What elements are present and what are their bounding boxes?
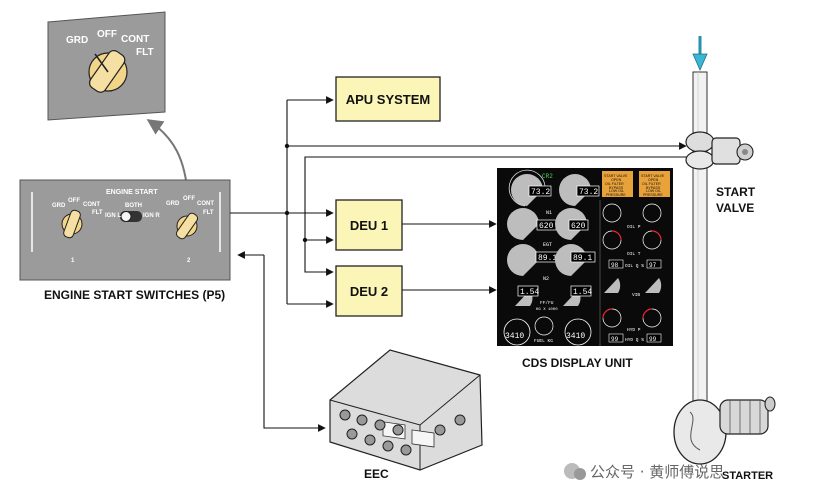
oil-q-right-value: 97: [649, 262, 657, 269]
warn-r-5: PRESSURE: [643, 193, 663, 197]
sw2-off: OFF: [183, 196, 195, 202]
oil-p-label: OIL P: [627, 224, 641, 230]
panel-num-2: 2: [187, 258, 191, 264]
hyd-p-label: HYD P: [627, 327, 641, 333]
n2-right-value: 89.1: [573, 254, 592, 263]
panel-num-1: 1: [71, 258, 75, 264]
warn-r-3: BYPASS: [646, 186, 661, 190]
fuel-flow-gauges: 1.54 1.54 FF/FU KG X 1000: [515, 285, 592, 312]
fuel-quantity-gauges: 3410 3410 FUEL KG: [503, 316, 592, 346]
starter-icon: [673, 396, 776, 465]
ign-l-label: IGN L: [105, 213, 121, 219]
ignition-select-switch[interactable]: [120, 211, 142, 222]
warn-l-2: OIL FILTER: [605, 182, 624, 186]
warn-r-0: START VALVE: [641, 174, 665, 178]
vib-label: VIB: [632, 292, 640, 298]
n1-left-value: 73.2: [531, 188, 550, 197]
cds-display-caption: CDS DISPLAY UNIT: [522, 356, 633, 370]
deu2-label: DEU 2: [350, 284, 388, 299]
knob-label-off: OFF: [97, 29, 117, 40]
warn-l-0: START VALVE: [604, 174, 628, 178]
enlarged-rotary-knob: [88, 49, 128, 93]
ign-r-label: IGN R: [143, 213, 160, 219]
warn-l-5: PRESSURE: [606, 193, 626, 197]
sw1-grd: GRD: [52, 203, 66, 209]
warning-annunciator-right: START VALVE OPEN OIL FILTER BYPASS LOW O…: [639, 171, 670, 197]
sw2-cont: CONT: [197, 201, 214, 207]
n2-label: N2: [543, 276, 549, 282]
engine-start-switches-caption: ENGINE START SWITCHES (P5): [44, 288, 225, 302]
warn-l-4: LOW OIL: [609, 189, 624, 193]
warn-r-4: LOW OIL: [646, 189, 661, 193]
secondary-engine-gauges: OIL P 98 97 OIL T OIL Q % VIB HYD P 99 9…: [599, 200, 662, 346]
sw2-grd: GRD: [166, 201, 180, 207]
n1-right-value: 73.2: [579, 188, 598, 197]
n1-label: N1: [546, 210, 552, 216]
hyd-q-right-value: 99: [649, 336, 657, 343]
warn-l-3: BYPASS: [609, 186, 624, 190]
hyd-q-label: HYD Q %: [625, 337, 644, 343]
apu-system-label: APU SYSTEM: [346, 92, 431, 107]
knob-label-cont: CONT: [121, 34, 149, 45]
panel-title: ENGINE START: [106, 189, 158, 196]
egt-label: EGT: [543, 242, 552, 248]
eec-label: EEC: [364, 467, 389, 481]
airflow-arrow-icon: [692, 36, 708, 71]
fuel-left-value: 3410: [505, 332, 524, 341]
sw1-off: OFF: [68, 198, 80, 204]
sw1-cont: CONT: [83, 202, 100, 208]
hyd-q-left-value: 99: [611, 336, 619, 343]
watermark-text: 公众号 · 黄师傅说思: [590, 463, 724, 481]
start-valve-label-1: START: [716, 185, 756, 199]
start-valve-label-2: VALVE: [716, 201, 754, 215]
knob-label-flt: FLT: [136, 47, 154, 58]
egt-right-value: 620: [571, 222, 586, 231]
n2-left-value: 89.1: [538, 254, 557, 263]
deu2-box: DEU 2: [335, 265, 403, 317]
ff-right-value: 1.54: [573, 288, 592, 297]
starter-label: STARTER: [722, 470, 773, 482]
cds-display-unit: CR2 START VALVE OPEN OIL FILTER BYPASS L…: [497, 168, 673, 346]
ff-label: FF/FU: [540, 300, 554, 306]
warn-l-1: OPEN: [611, 178, 622, 182]
oil-t-label: OIL T: [627, 251, 641, 257]
deu1-label: DEU 1: [350, 218, 388, 233]
eec-unit-icon: [329, 349, 483, 471]
engine-1-start-switch[interactable]: [61, 209, 83, 239]
display-header: CR2: [542, 173, 553, 180]
sw2-flt: FLT: [203, 210, 214, 216]
knob-label-grd: GRD: [66, 35, 88, 46]
enlarged-switch-panel: GRD OFF CONT FLT: [47, 11, 166, 121]
ff-left-value: 1.54: [520, 288, 539, 297]
warn-r-1: OPEN: [648, 178, 659, 182]
sw1-flt: FLT: [92, 210, 103, 216]
air-duct: [692, 71, 708, 413]
oil-q-label: OIL Q %: [625, 263, 644, 269]
warn-r-2: OIL FILTER: [642, 182, 661, 186]
apu-system-box: APU SYSTEM: [335, 76, 441, 122]
deu1-box: DEU 1: [335, 199, 403, 251]
ff-sub-label: KG X 1000: [536, 308, 558, 312]
watermark: 公众号 · 黄师傅说思: [564, 463, 724, 481]
egt-gauges: 620 620 EGT: [507, 208, 589, 248]
engine-start-panel: ENGINE START GRD OFF CONT FLT BOTH IGN L…: [19, 179, 231, 281]
egt-left-value: 620: [539, 222, 554, 231]
engine-2-start-switch[interactable]: [175, 212, 199, 241]
n2-gauges: 89.1 89.1 N2: [507, 244, 596, 282]
oil-q-left-value: 98: [611, 262, 619, 269]
ign-both-label: BOTH: [125, 203, 142, 209]
fuel-right-value: 3410: [566, 332, 585, 341]
fuel-label: FUEL KG: [534, 338, 553, 344]
wiring: [230, 96, 697, 432]
n1-gauges: 73.2 73.2 N1: [508, 169, 600, 216]
start-valve-icon: [685, 131, 754, 170]
warning-annunciator-left: START VALVE OPEN OIL FILTER BYPASS LOW O…: [602, 171, 633, 197]
